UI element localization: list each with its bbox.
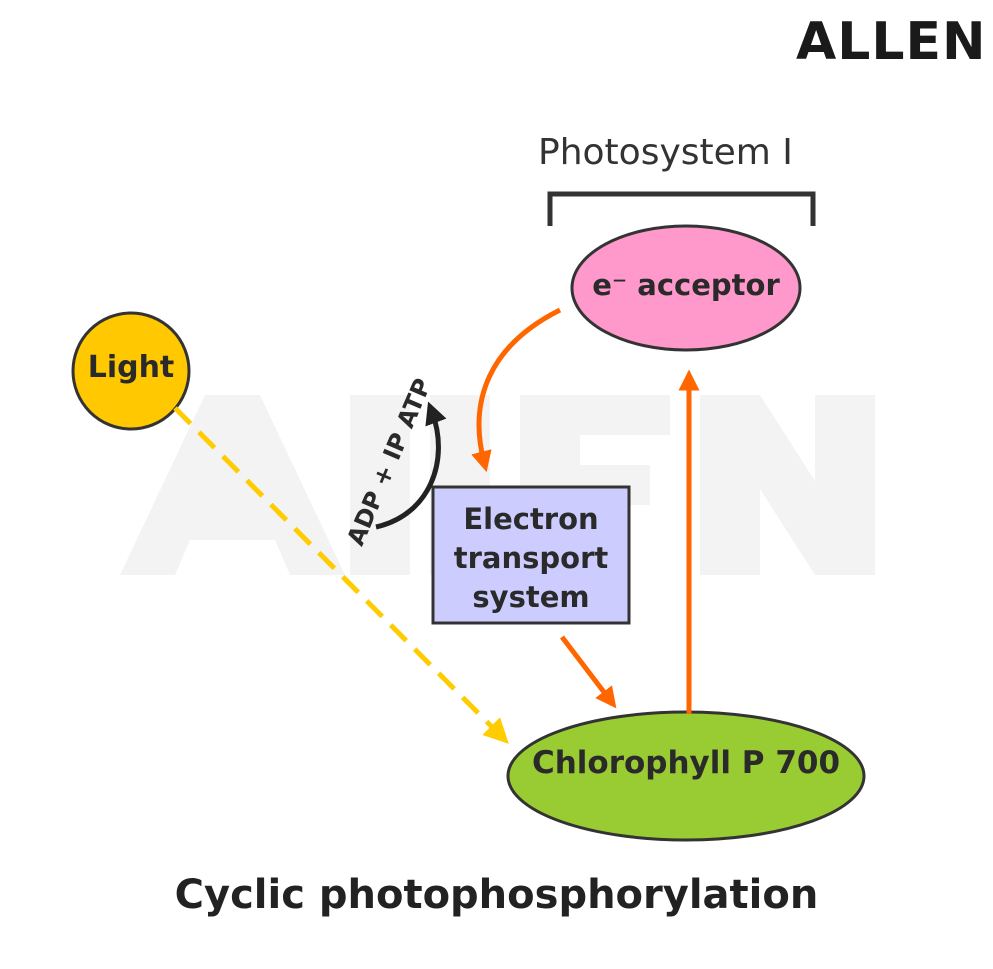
light-label: Light <box>87 350 175 385</box>
ets-label: Electron transport system <box>453 502 609 614</box>
acceptor-ellipse <box>570 224 802 352</box>
chlorophyll-ellipse <box>506 710 866 842</box>
acceptor-label: e⁻ acceptor <box>592 268 780 302</box>
chlorophyll-label: Chlorophyll P 700 <box>531 745 841 781</box>
light-circle <box>71 311 191 431</box>
diagram-caption: Cyclic photophosphorylation <box>174 872 819 918</box>
photosystem-label: Photosystem I <box>538 132 793 173</box>
light-ray-arrow <box>173 406 509 744</box>
ets-box <box>431 485 631 625</box>
photosystem-bracket <box>547 191 816 226</box>
acceptor-to-ets-arrow <box>471 307 562 473</box>
allen-logo: ALLEN <box>796 12 987 72</box>
atp-synthesis-arrow <box>375 401 447 530</box>
ets-to-chlorophyll-arrow <box>560 635 617 709</box>
